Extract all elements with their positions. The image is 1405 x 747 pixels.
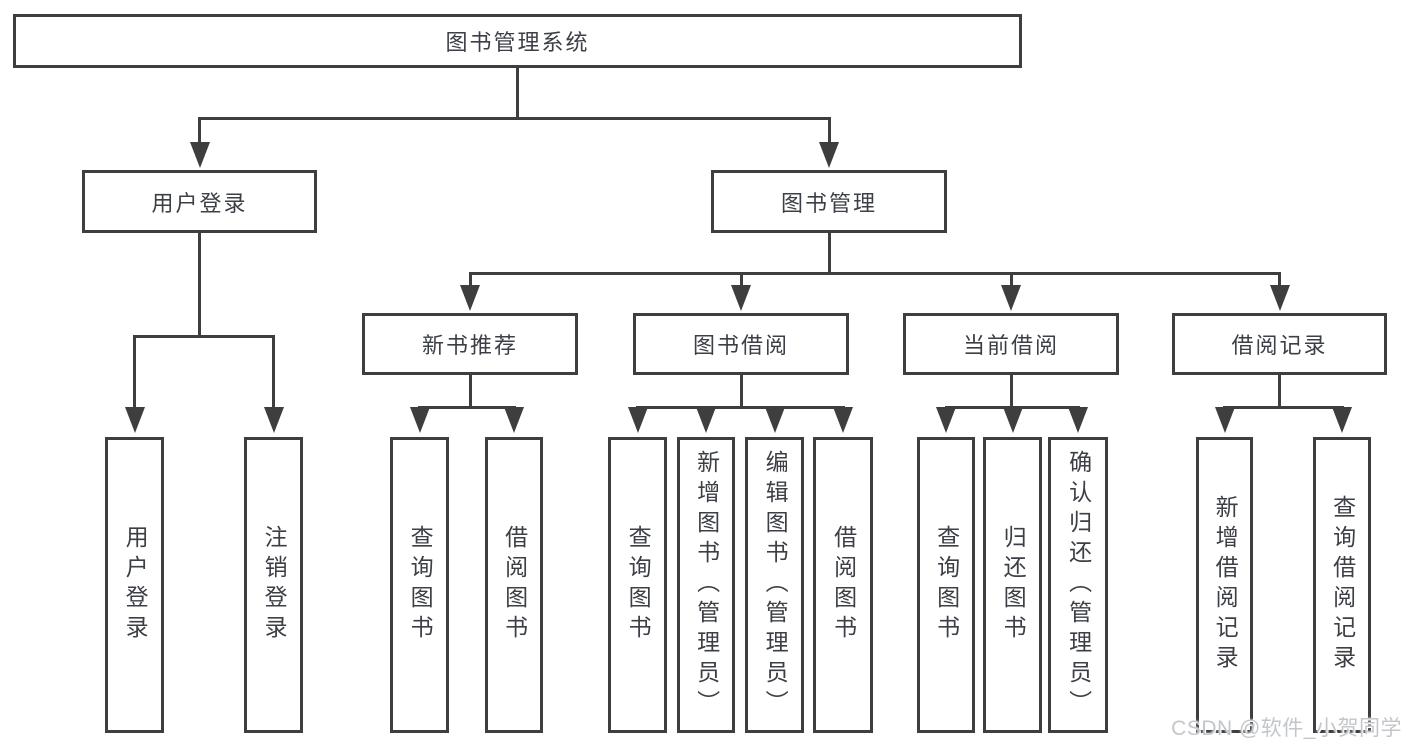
node-records: 借阅记录	[1172, 313, 1387, 375]
node-label: 借阅图书	[830, 525, 857, 645]
node-label: 查询图书	[625, 525, 652, 645]
connector-parent-stem	[739, 375, 743, 409]
node-label: 借阅记录	[1231, 333, 1328, 358]
node-ret-current: 归还图书	[983, 437, 1042, 733]
connector-child-stem	[272, 335, 275, 410]
connector-parent-stem	[827, 233, 831, 275]
connector-parent-stem	[516, 68, 519, 120]
node-b-new: 借阅图书	[485, 437, 543, 733]
node-label: 用户登录	[151, 190, 248, 216]
node-edit-borrow: 编辑图书（管理员）	[745, 437, 804, 733]
node-current: 当前借阅	[903, 313, 1119, 375]
node-label: 归还图书	[1000, 525, 1027, 645]
node-new-rec: 新书推荐	[362, 313, 578, 375]
arrow-down-icon	[627, 407, 648, 433]
connector-rail	[133, 335, 275, 338]
node-label: 查询图书	[407, 525, 434, 645]
arrow-down-icon	[731, 285, 751, 311]
node-label: 新书推荐	[421, 333, 518, 358]
arrow-down-icon	[124, 407, 145, 433]
node-label: 借阅图书	[501, 525, 528, 645]
arrow-down-icon	[819, 142, 839, 168]
arrow-down-icon	[1002, 407, 1023, 433]
arrow-down-icon	[263, 407, 284, 433]
node-user-login: 用户登录	[82, 170, 317, 233]
arrow-down-icon	[1068, 407, 1088, 433]
connector-rail	[198, 117, 831, 120]
arrow-down-icon	[936, 407, 956, 433]
node-logout-v: 注销登录	[244, 437, 303, 733]
node-login-v: 用户登录	[105, 437, 164, 733]
node-label: 新增借阅记录	[1212, 495, 1239, 675]
node-book-mgmt: 图书管理	[711, 170, 947, 233]
node-q-new: 查询图书	[390, 437, 449, 733]
node-confirm-current: 确认归还（管理员）	[1048, 437, 1108, 733]
node-label: 当前借阅	[962, 333, 1059, 358]
connector-parent-stem	[468, 375, 472, 409]
arrow-down-icon	[1214, 407, 1235, 433]
arrow-down-icon	[1269, 285, 1290, 311]
node-add-borrow: 新增图书（管理员）	[677, 437, 735, 733]
connector-rail	[636, 406, 845, 409]
node-root: 图书管理系统	[13, 14, 1022, 68]
connector-rail	[1223, 406, 1344, 409]
connector-child-stem	[1009, 272, 1013, 288]
node-label: 新增图书（管理员）	[693, 450, 720, 720]
arrow-down-icon	[1332, 407, 1352, 433]
node-label: 确认归还（管理员）	[1065, 450, 1092, 720]
node-label: 注销登录	[261, 525, 288, 645]
arrow-down-icon	[409, 407, 430, 433]
node-label: 图书管理系统	[445, 30, 590, 55]
connector-rail	[468, 272, 1281, 275]
connector-child-stem	[198, 117, 201, 145]
arrow-down-icon	[1001, 285, 1021, 311]
connector-rail	[418, 406, 516, 409]
arrow-down-icon	[504, 407, 524, 433]
node-b-borrow: 借阅图书	[813, 437, 873, 733]
node-add-record: 新增借阅记录	[1196, 437, 1253, 733]
node-q-record: 查询借阅记录	[1313, 437, 1371, 733]
connector-child-stem	[133, 335, 136, 410]
arrow-down-icon	[696, 407, 716, 433]
arrow-down-icon	[833, 407, 853, 433]
connector-parent-stem	[198, 233, 201, 338]
node-label: 查询图书	[933, 525, 960, 645]
arrow-down-icon	[460, 285, 480, 311]
connector-child-stem	[739, 272, 743, 288]
connector-parent-stem	[1009, 375, 1013, 409]
connector-child-stem	[1278, 272, 1281, 288]
node-q-current: 查询图书	[917, 437, 975, 733]
connector-child-stem	[827, 117, 831, 145]
node-label: 查询借阅记录	[1329, 495, 1356, 675]
node-label: 图书管理	[780, 190, 877, 216]
node-q-borrow: 查询图书	[608, 437, 667, 733]
arrow-down-icon	[764, 407, 785, 433]
watermark: CSDN @软件_小贺同学	[1171, 717, 1402, 740]
connector-parent-stem	[1278, 375, 1281, 409]
node-label: 编辑图书（管理员）	[762, 450, 789, 720]
node-label: 用户登录	[122, 525, 149, 645]
connector-child-stem	[468, 272, 472, 288]
node-borrow: 图书借阅	[633, 313, 849, 375]
arrow-down-icon	[189, 142, 210, 168]
node-label: 图书借阅	[692, 333, 789, 358]
